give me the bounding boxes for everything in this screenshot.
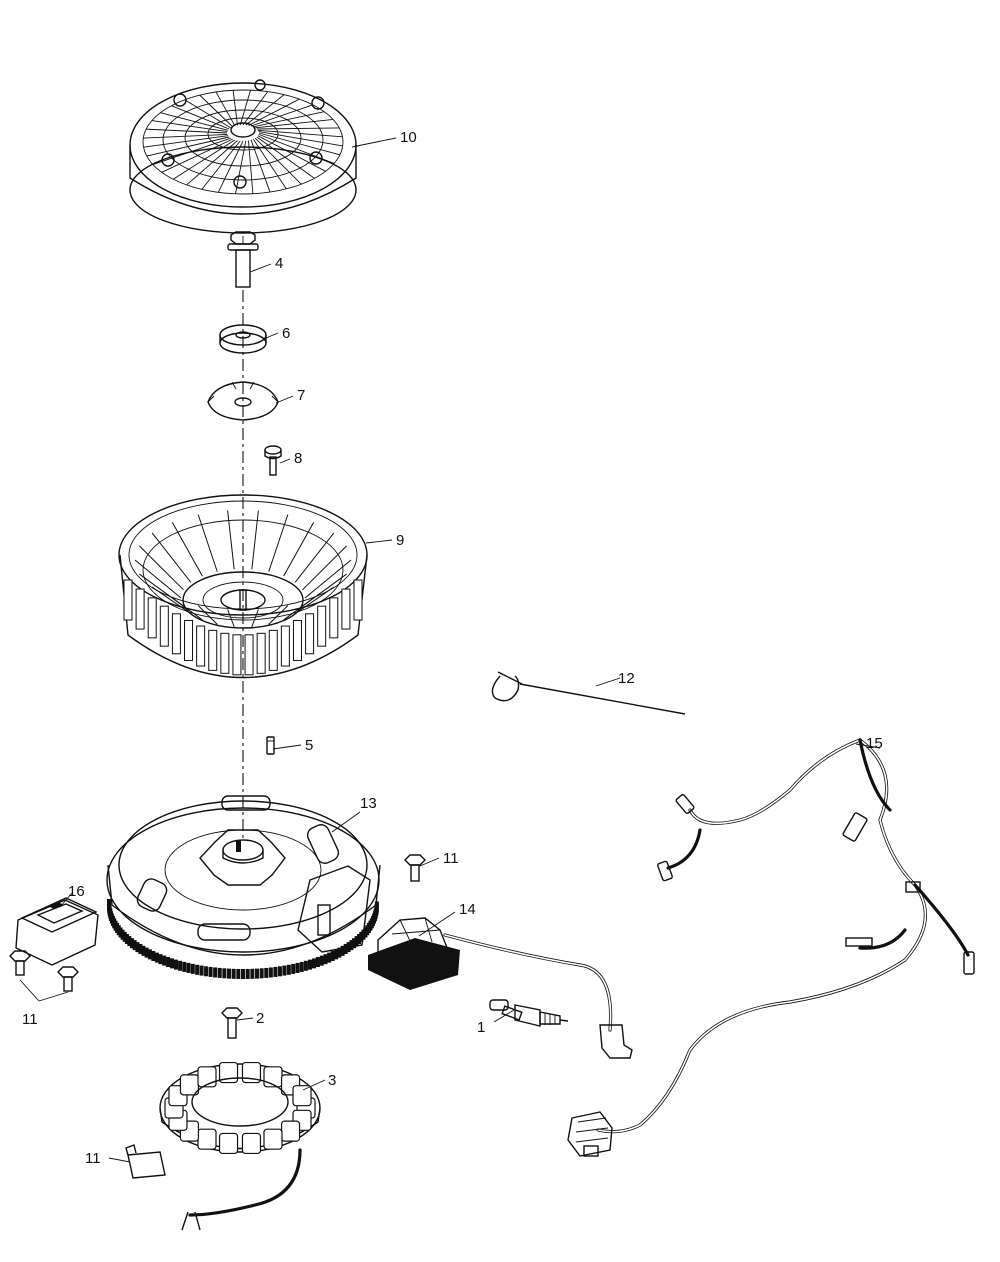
callout-3: 3	[328, 1072, 336, 1089]
ignition-lead	[443, 933, 613, 1032]
stator-lead	[188, 1148, 302, 1217]
callout-labels: 10 4 6 7 8 9 12 5 15 13 11 16 14 11 1 2 …	[22, 129, 883, 1167]
callout-17: 16	[68, 883, 85, 900]
callout-11-upper: 11	[443, 850, 459, 867]
callout-4: 4	[275, 255, 283, 272]
callout-6: 6	[282, 325, 290, 342]
part-4-flywheel-bolt	[227, 231, 259, 288]
callout-16: 15	[866, 735, 883, 752]
part-3-stator	[159, 1061, 321, 1155]
callout-15: 14	[459, 901, 476, 918]
part-15-ignition-module	[368, 917, 460, 990]
callout-7: 7	[297, 387, 305, 404]
part-12-clip	[125, 1144, 166, 1179]
callout-5: 5	[305, 737, 313, 754]
callout-2: 2	[256, 1010, 264, 1027]
part-2-screw	[221, 1007, 243, 1039]
part-16-wire-harness	[567, 738, 975, 1157]
callout-13: 12	[618, 670, 635, 687]
part-17-rectifier-regulator	[15, 897, 99, 966]
callout-9: 9	[396, 532, 404, 549]
part-6-washer	[219, 324, 267, 354]
part-5-flywheel-key	[266, 736, 275, 755]
callout-12: 11	[85, 1150, 101, 1167]
part-1-spark-plug	[489, 999, 569, 1027]
callout-11-lower: 11	[22, 1011, 38, 1028]
leader-lines	[19, 137, 881, 1163]
callout-1: 1	[477, 1019, 485, 1036]
callout-8: 8	[294, 450, 302, 467]
part-9-cooling-fan	[118, 494, 368, 679]
part-13-tie-strap	[491, 671, 686, 715]
part-11-screw-upper	[404, 854, 426, 882]
part-14-flywheel	[106, 795, 381, 979]
spark-plug-boot	[599, 1024, 633, 1059]
callout-14: 13	[360, 795, 377, 812]
part-8-screw	[264, 445, 282, 476]
part-10-flywheel-screen	[129, 79, 357, 234]
part-11-screws-lower	[9, 950, 79, 992]
callout-10: 10	[400, 129, 417, 146]
